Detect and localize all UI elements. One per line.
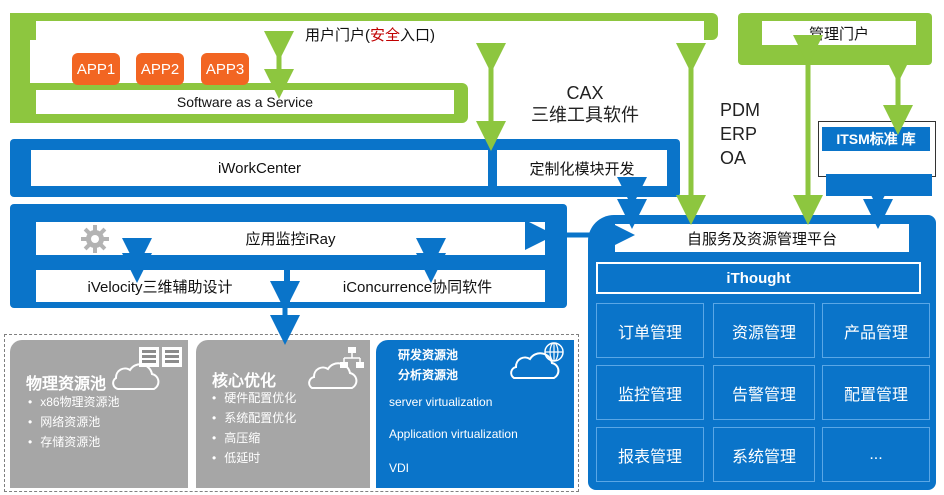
physical-pool-item: 网络资源池: [28, 412, 120, 432]
module-product[interactable]: 产品管理: [822, 303, 930, 358]
rnd-item-vdi: VDI: [389, 461, 410, 475]
ithought-bar[interactable]: iThought: [596, 262, 921, 294]
app2-button[interactable]: APP2: [136, 53, 184, 85]
core-opt-list: 硬件配置优化 系统配置优化 高压缩 低延时: [212, 388, 296, 468]
globe-cloud-icon: [510, 342, 564, 379]
iray-label: 应用监控iRay: [245, 231, 336, 248]
user-portal-bar[interactable]: 用户门户(安全入口): [36, 21, 704, 48]
cax-line1: CAX: [566, 83, 604, 103]
user-portal-label-post: 入口): [400, 27, 435, 44]
physical-pool-list: x86物理资源池 网络资源池 存储资源池: [28, 392, 120, 452]
core-opt-item: 高压缩: [212, 428, 296, 448]
module-monitor[interactable]: 监控管理: [596, 365, 704, 420]
module-resource[interactable]: 资源管理: [713, 303, 815, 358]
oa-line: OA: [720, 148, 747, 168]
ithought-label: iThought: [726, 269, 791, 287]
app1-button[interactable]: APP1: [72, 53, 120, 85]
pdm-erp-oa-label: PDM ERP OA: [720, 98, 780, 170]
rnd-pool-panel: [376, 340, 574, 488]
app3-button[interactable]: APP3: [201, 53, 249, 85]
ivelocity-bar[interactable]: iVelocity三维辅助设计: [36, 270, 284, 302]
server-icon: [139, 347, 182, 367]
physical-pool-item: x86物理资源池: [28, 392, 119, 412]
module-alert[interactable]: 告警管理: [713, 365, 815, 420]
rnd-item-app: Application virtualization: [389, 427, 518, 441]
cax-line2: 三维工具软件: [531, 105, 639, 125]
module-config[interactable]: 配置管理: [822, 365, 930, 420]
custom-dev-bar[interactable]: 定制化模块开发: [497, 150, 667, 186]
rnd-pool-line2: 分析资源池: [398, 368, 459, 382]
network-icon: [308, 347, 364, 389]
physical-pool-item: 存储资源池: [28, 432, 120, 452]
itsm-label: ITSM标准 库: [836, 131, 916, 147]
rnd-item-server: server virtualization: [389, 395, 493, 409]
pdm-line: PDM: [720, 100, 760, 120]
module-report[interactable]: 报表管理: [596, 427, 704, 482]
core-opt-item: 低延时: [212, 448, 296, 468]
cloud-icon: [112, 363, 160, 390]
user-portal-label-pre: 用户门户(: [304, 27, 370, 44]
core-opt-item: 系统配置优化: [212, 408, 296, 428]
module-more[interactable]: ...: [822, 427, 930, 482]
core-opt-title: 核心优化: [212, 373, 277, 390]
cax-label: CAX 三维工具软件: [520, 82, 650, 126]
module-order[interactable]: 订单管理: [596, 303, 704, 358]
rnd-pool-line1: 研发资源池: [398, 348, 459, 362]
mgmt-portal-bar[interactable]: 管理门户: [762, 21, 916, 45]
platform-bar[interactable]: 自服务及资源管理平台: [615, 224, 909, 252]
user-portal-label-red: 安全: [369, 27, 400, 44]
iworkcenter-bar[interactable]: iWorkCenter: [31, 150, 488, 186]
gear-icon: [81, 225, 109, 253]
erp-line: ERP: [720, 124, 758, 144]
physical-pool-title: 物理资源池: [26, 376, 107, 393]
iray-bar[interactable]: 应用监控iRay: [36, 222, 545, 255]
core-opt-item: 硬件配置优化: [212, 388, 296, 408]
module-system[interactable]: 系统管理: [713, 427, 815, 482]
